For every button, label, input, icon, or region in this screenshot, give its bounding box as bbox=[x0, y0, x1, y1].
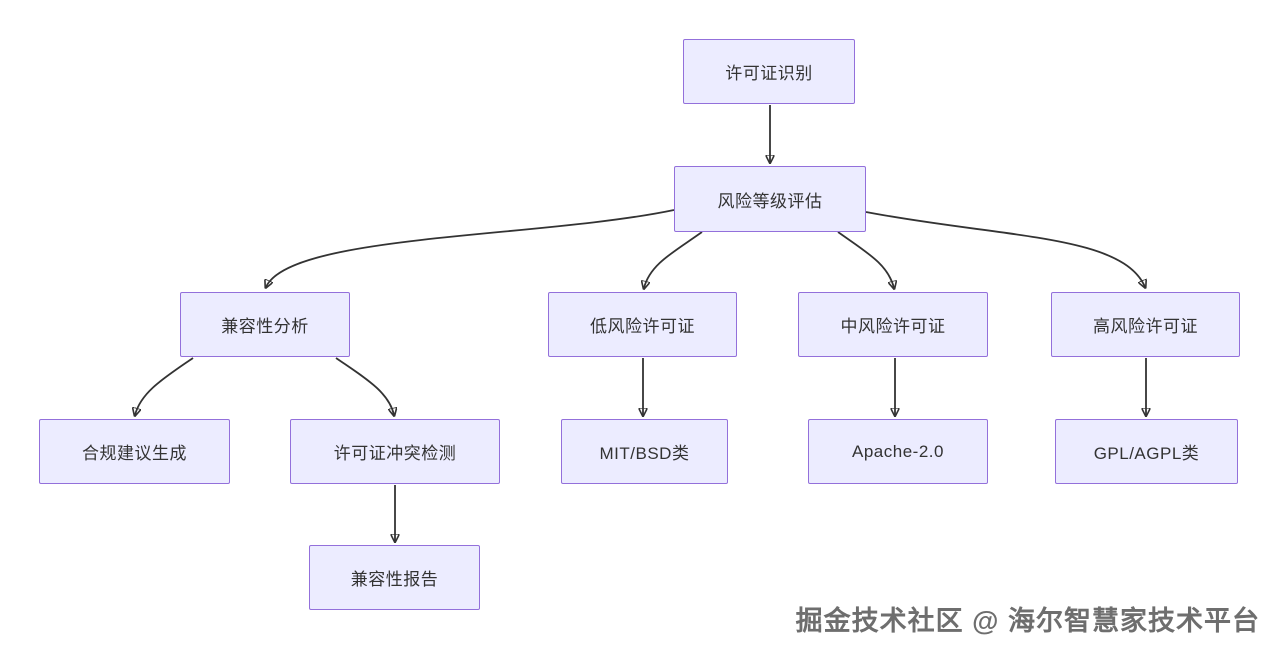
edge-risk-to-compatibility-analysis bbox=[266, 209, 675, 287]
node-mit-bsd-class: MIT/BSD类 bbox=[561, 419, 728, 484]
node-label: 兼容性报告 bbox=[350, 570, 439, 589]
node-label: 许可证识别 bbox=[725, 64, 813, 83]
node-license-conflict-detection: 许可证冲突检测 bbox=[290, 419, 500, 484]
node-label: 低风险许可证 bbox=[590, 317, 695, 336]
node-apache-2-0: Apache-2.0 bbox=[808, 419, 988, 484]
node-label: Apache-2.0 bbox=[852, 441, 944, 461]
node-label: 兼容性分析 bbox=[221, 317, 309, 336]
node-label: 中风险许可证 bbox=[840, 317, 946, 336]
node-medium-risk-license: 中风险许可证 bbox=[798, 292, 988, 357]
edge-risk-to-low-risk bbox=[644, 231, 703, 288]
node-label: GPL/AGPL类 bbox=[1093, 444, 1200, 463]
edge-compat-to-compliance-advice bbox=[135, 357, 194, 415]
node-high-risk-license: 高风险许可证 bbox=[1051, 292, 1240, 357]
node-compatibility-analysis: 兼容性分析 bbox=[180, 292, 350, 357]
node-label: 风险等级评估 bbox=[717, 191, 823, 211]
edge-risk-to-medium-risk bbox=[837, 231, 894, 288]
node-compliance-advice-generation: 合规建议生成 bbox=[39, 419, 230, 484]
edge-compat-to-conflict-detection bbox=[335, 357, 394, 415]
node-label: 高风险许可证 bbox=[1093, 317, 1198, 336]
node-label: 合规建议生成 bbox=[82, 444, 187, 463]
node-license-identification: 许可证识别 bbox=[683, 39, 855, 104]
node-label: MIT/BSD类 bbox=[599, 444, 690, 463]
node-gpl-agpl-class: GPL/AGPL类 bbox=[1055, 419, 1238, 484]
node-low-risk-license: 低风险许可证 bbox=[548, 292, 737, 357]
watermark-text: 掘金技术社区 @ 海尔智慧家技术平台 bbox=[795, 606, 1260, 636]
node-label: 许可证冲突检测 bbox=[333, 444, 457, 463]
edge-risk-to-high-risk bbox=[865, 211, 1145, 287]
node-compatibility-report: 兼容性报告 bbox=[309, 545, 480, 610]
node-risk-level-assessment: 风险等级评估 bbox=[674, 166, 866, 232]
